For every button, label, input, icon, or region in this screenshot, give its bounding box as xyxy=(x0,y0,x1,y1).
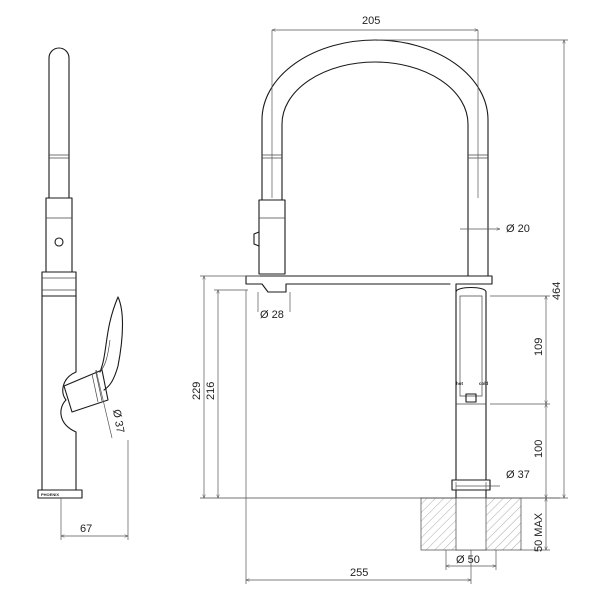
height-229-label: 229 xyxy=(191,382,203,400)
height-100-label: 100 xyxy=(533,440,545,458)
hot-label: hot xyxy=(456,381,463,386)
overall-height-label: 464 xyxy=(551,282,563,300)
side-base-width-label: 67 xyxy=(80,523,92,535)
body-dia-label: Ø 37 xyxy=(506,469,530,481)
height-216-label: 216 xyxy=(205,382,217,400)
height-109-label: 109 xyxy=(533,338,545,356)
total-width-label: 255 xyxy=(350,567,368,579)
front-view: hot cold 205 464 Ø 20 Ø 28 229 xyxy=(191,15,568,584)
side-handle-dia-label: Ø 37 xyxy=(110,408,126,434)
cold-label: cold xyxy=(479,381,489,386)
spout-width-label: 205 xyxy=(362,15,380,27)
hole-dia-label: Ø 50 xyxy=(456,554,480,566)
side-view: PHOENIX 67 Ø 37 xyxy=(37,47,129,540)
hose-dia-label: Ø 20 xyxy=(506,223,530,235)
max-mount-label: 50 MAX xyxy=(533,512,545,552)
brand-label: PHOENIX xyxy=(41,492,59,497)
spray-dia-label: Ø 28 xyxy=(260,309,284,321)
